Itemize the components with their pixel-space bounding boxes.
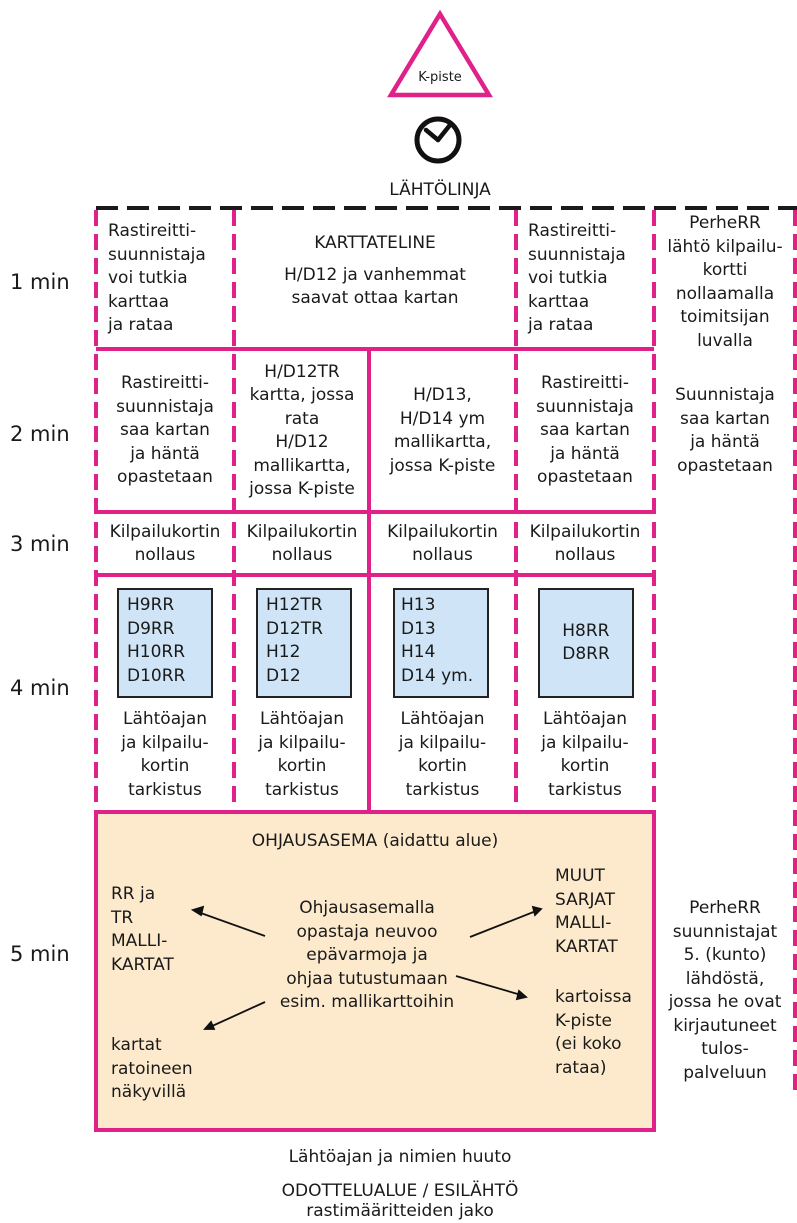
row2-lane2-text: H/D12TR kartta, jossa rata H/D12 mallika…: [249, 361, 355, 500]
row2-lane1-text: Rastireitti- suunnistaja saa kartan ja h…: [116, 373, 214, 488]
row3-lane2-text: Kilpailukortin nollaus: [246, 521, 358, 566]
row1-lane1-text: Rastireitti- suunnistaja voi tutkia kart…: [108, 221, 206, 336]
start-line-label: LÄHTÖLINJA: [389, 180, 491, 200]
waiting-area-subtitle: rastimääritteiden jako: [306, 1201, 494, 1221]
row5-side-text: PerheRR suunnistajat 5. (kunto) lähdöstä…: [668, 898, 782, 1083]
row3-lane1-text: Kilpailukortin nollaus: [109, 521, 221, 566]
map-stand-title: KARTTATELINE: [314, 233, 436, 254]
row1-side-text: PerheRR lähtö kilpailu- kortti nollaamal…: [667, 213, 783, 351]
row4-lane4-check: Lähtöajan ja kilpailu- kortin tarkistus: [541, 709, 629, 800]
rr-tr-model-maps-text: RR ja TR MALLI- KARTAT: [111, 884, 174, 975]
class-box-lane3: H13 D13 H14 D14 ym.: [393, 588, 489, 698]
k-point-label: K-piste: [418, 70, 462, 85]
map-stand-text: H/D12 ja vanhemmat saavat ottaa kartan: [284, 264, 466, 309]
row1-lane4-text: Rastireitti- suunnistaja voi tutkia kart…: [528, 221, 626, 336]
start-time-call-text: Lähtöajan ja nimien huuto: [288, 1147, 512, 1167]
minute-label-4: 4 min: [10, 676, 70, 700]
k-point-triangle-icon: [387, 9, 493, 98]
minute-label-1: 1 min: [10, 270, 70, 294]
row3-lane3-text: Kilpailukortin nollaus: [387, 521, 498, 566]
maps-with-k-point-text: kartoissa K-piste (ei koko rataa): [555, 987, 632, 1078]
row2-side-text: Suunnistaja saa kartan ja häntä opasteta…: [675, 385, 775, 476]
guidance-station-title: OHJAUSASEMA (aidattu alue): [251, 831, 499, 851]
row2-lane4-text: Rastireitti- suunnistaja saa kartan ja h…: [536, 373, 634, 488]
class-box-lane1: H9RR D9RR H10RR D10RR: [117, 588, 213, 698]
class-box-lane4: H8RR D8RR: [538, 588, 634, 698]
guidance-station-area: [96, 812, 654, 1130]
clock-icon: [414, 116, 462, 164]
class-box-lane2: H12TR D12TR H12 D12: [256, 588, 352, 698]
minute-label-5: 5 min: [10, 942, 70, 966]
row4-lane3-check: Lähtöajan ja kilpailu- kortin tarkistus: [398, 709, 487, 800]
other-classes-model-maps-text: MUUT SARJAT MALLI- KARTAT: [555, 866, 618, 957]
minute-label-2: 2 min: [10, 422, 70, 446]
maps-with-courses-text: kartat ratoineen näkyvillä: [111, 1035, 193, 1102]
row2-lane3-text: H/D13, H/D14 ym mallikartta, jossa K-pis…: [389, 385, 496, 476]
guidance-center-text: Ohjausasemalla opastaja neuvoo epävarmoj…: [279, 898, 455, 1012]
minute-label-3: 3 min: [10, 532, 70, 556]
row4-lane2-check: Lähtöajan ja kilpailu- kortin tarkistus: [258, 709, 346, 800]
row3-lane4-text: Kilpailukortin nollaus: [529, 521, 641, 566]
row4-lane1-check: Lähtöajan ja kilpailu- kortin tarkistus: [121, 709, 209, 800]
waiting-area-title: ODOTTELUALUE / ESILÄHTÖ: [281, 1181, 519, 1201]
